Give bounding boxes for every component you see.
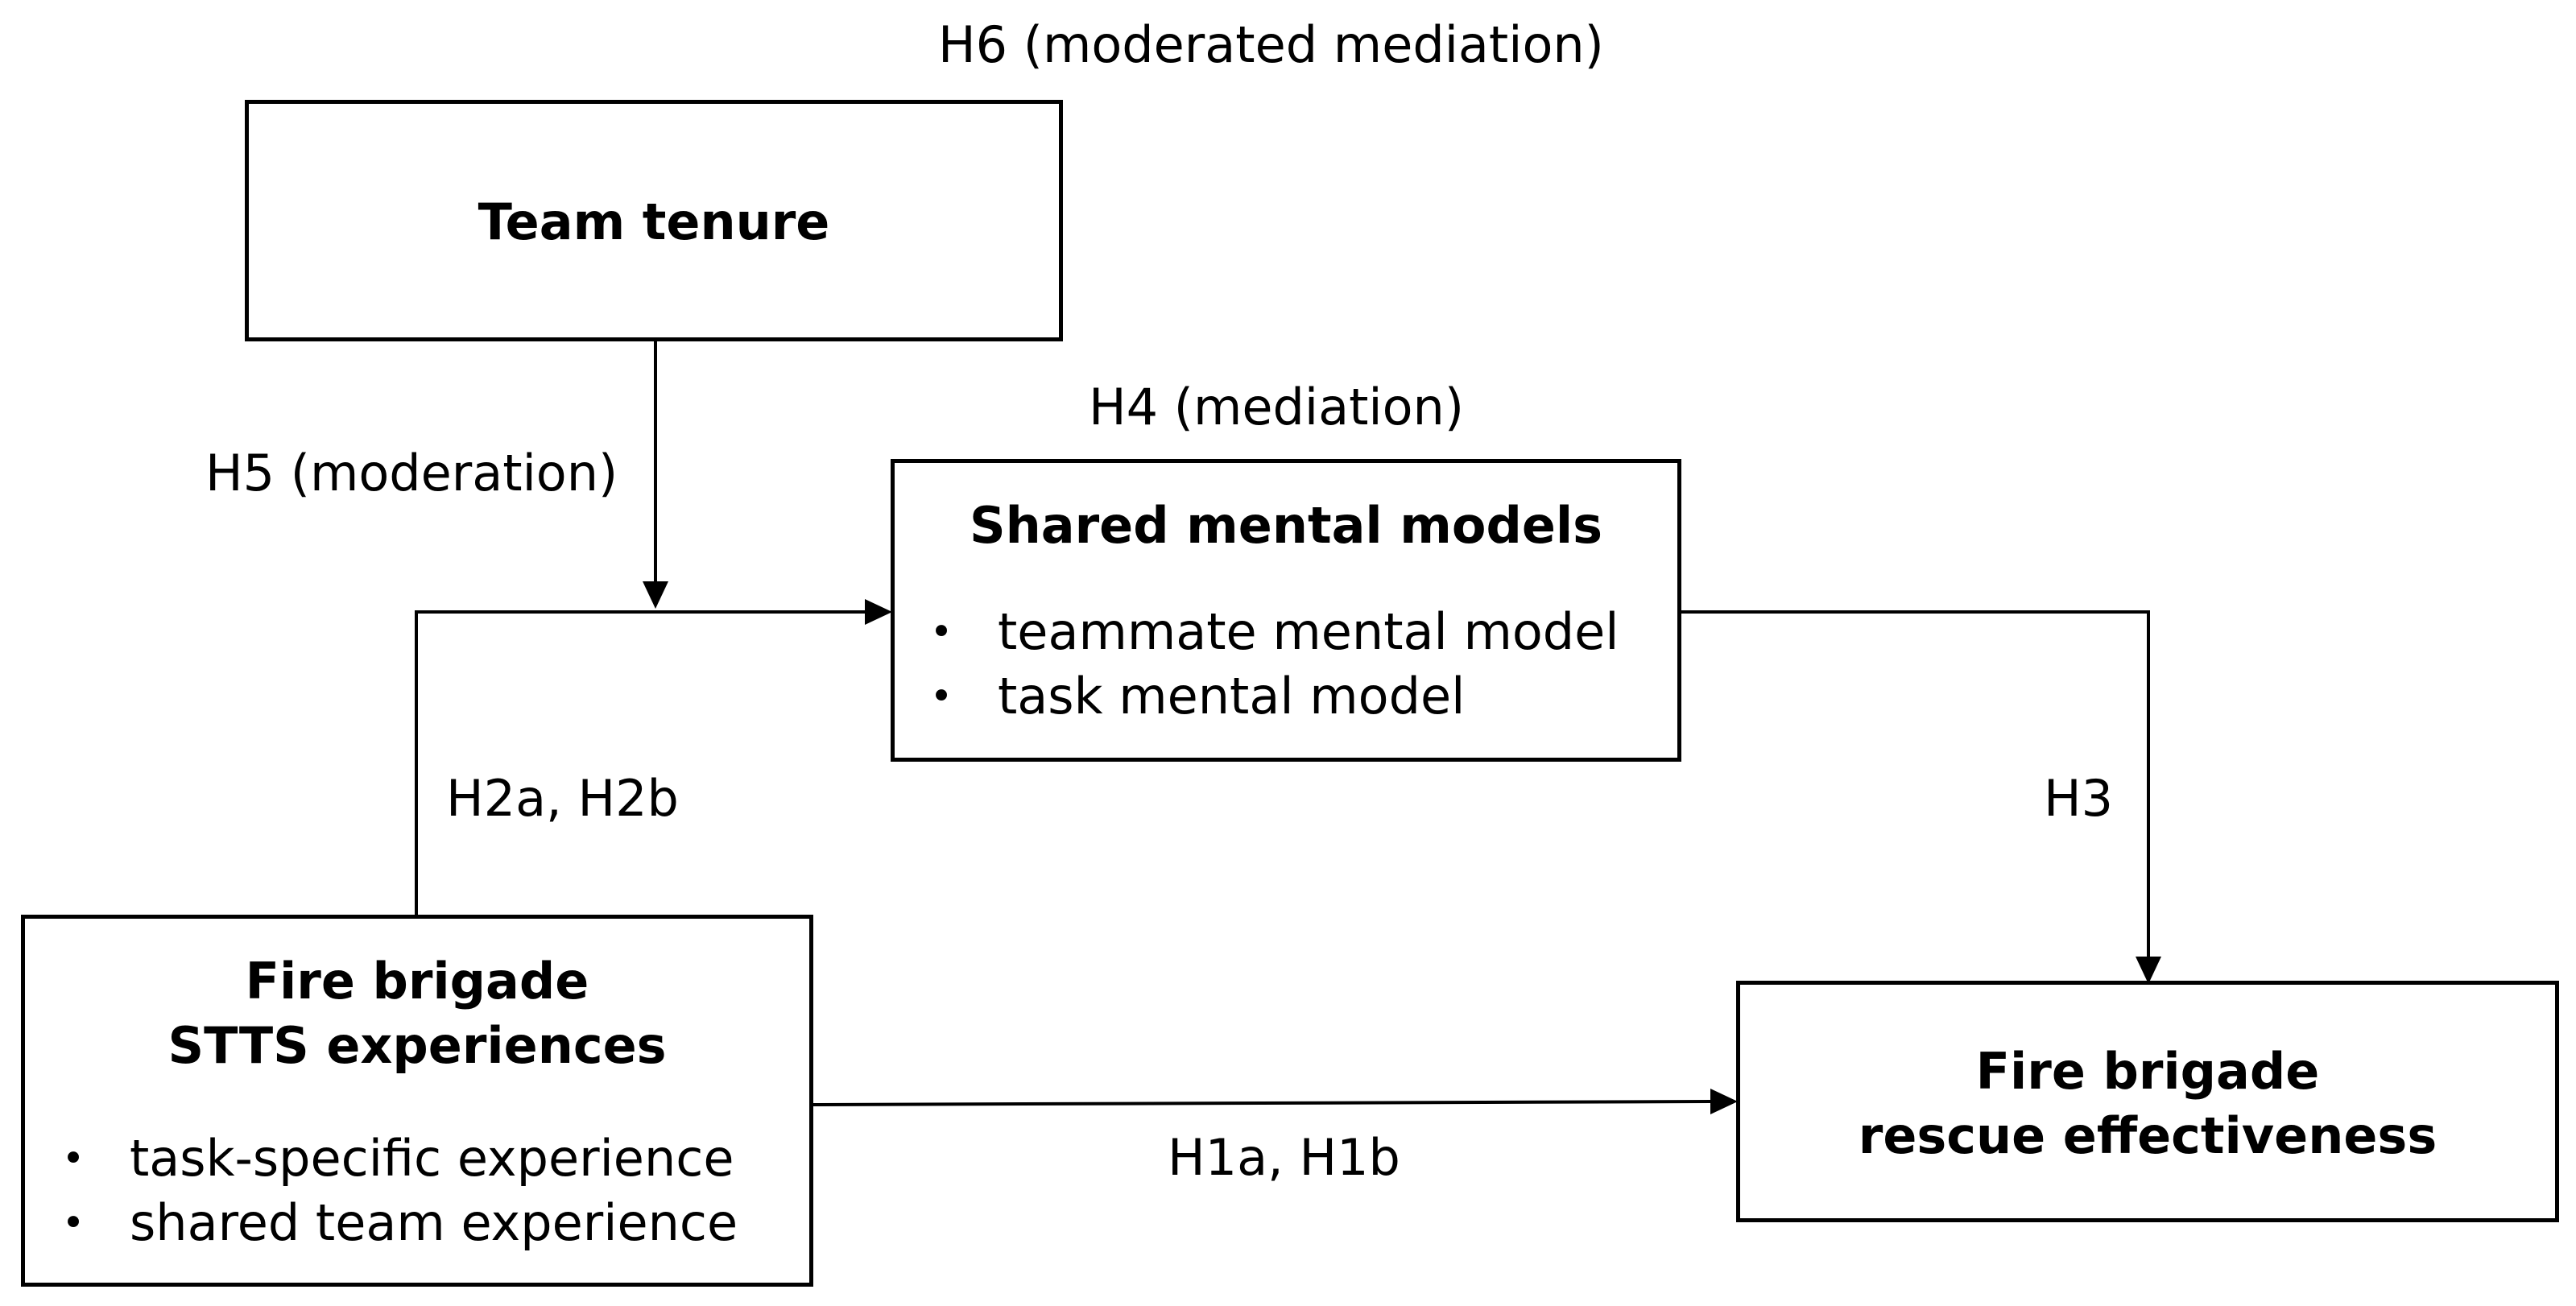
stts-to-rescue-line [809, 1100, 1711, 1106]
rescue-effectiveness-title-line2: rescue effectiveness [1858, 1106, 2437, 1165]
list-item-text: teammate mental model [998, 602, 1619, 661]
stts-experiences-title-line2: STTS experiences [167, 1016, 667, 1075]
shared-mental-models-list: • teammate mental model • task mental mode… [925, 600, 1619, 729]
moderation-arrowhead [643, 581, 668, 609]
hypothesis-h2-label: H2a, H2b [446, 769, 679, 828]
smm-to-rescue-line [1680, 610, 2150, 957]
shared-mental-models-box: Shared mental models • teammate mental mo… [891, 459, 1681, 762]
list-item-text: task mental model [998, 667, 1466, 725]
hypothesis-h1-label: H1a, H1b [1168, 1128, 1400, 1187]
stts-to-smm-line [415, 610, 865, 916]
stts-experiences-title-line1: Fire brigade [245, 952, 589, 1010]
stts-experiences-list: • task-specific experience • shared team e… [57, 1126, 738, 1255]
shared-mental-models-title: Shared mental models [969, 496, 1603, 555]
list-item: • task-specific experience [57, 1126, 738, 1191]
rescue-effectiveness-title-line1: Fire brigade [1975, 1042, 2320, 1101]
hypothesis-h3-label: H3 [2044, 769, 2114, 828]
list-item: • teammate mental model [925, 600, 1619, 664]
stts-to-smm-arrowhead [865, 599, 892, 625]
bullet-icon: • [61, 1136, 85, 1181]
bullet-icon: • [929, 610, 953, 655]
list-item: • task mental model [925, 664, 1619, 729]
team-tenure-box: Team tenure [245, 100, 1063, 341]
smm-to-rescue-arrowhead [2136, 957, 2161, 984]
list-item-text: task-specific experience [130, 1129, 734, 1188]
bullet-icon: • [929, 674, 953, 719]
stts-to-rescue-arrowhead [1710, 1089, 1738, 1114]
stts-experiences-box: Fire brigade STTS experiences • task-spec… [21, 915, 813, 1287]
hypothesis-h5-label: H5 (moderation) [205, 444, 618, 502]
team-tenure-title: Team tenure [478, 192, 830, 251]
bullet-icon: • [61, 1201, 85, 1246]
list-item-text: shared team experience [130, 1193, 738, 1252]
hypothesis-h4-label: H4 (mediation) [1089, 378, 1465, 436]
rescue-effectiveness-box: Fire brigade rescue effectiveness [1736, 981, 2559, 1222]
hypothesis-h6-label: H6 (moderated mediation) [938, 15, 1604, 74]
list-item: • shared team experience [57, 1191, 738, 1255]
